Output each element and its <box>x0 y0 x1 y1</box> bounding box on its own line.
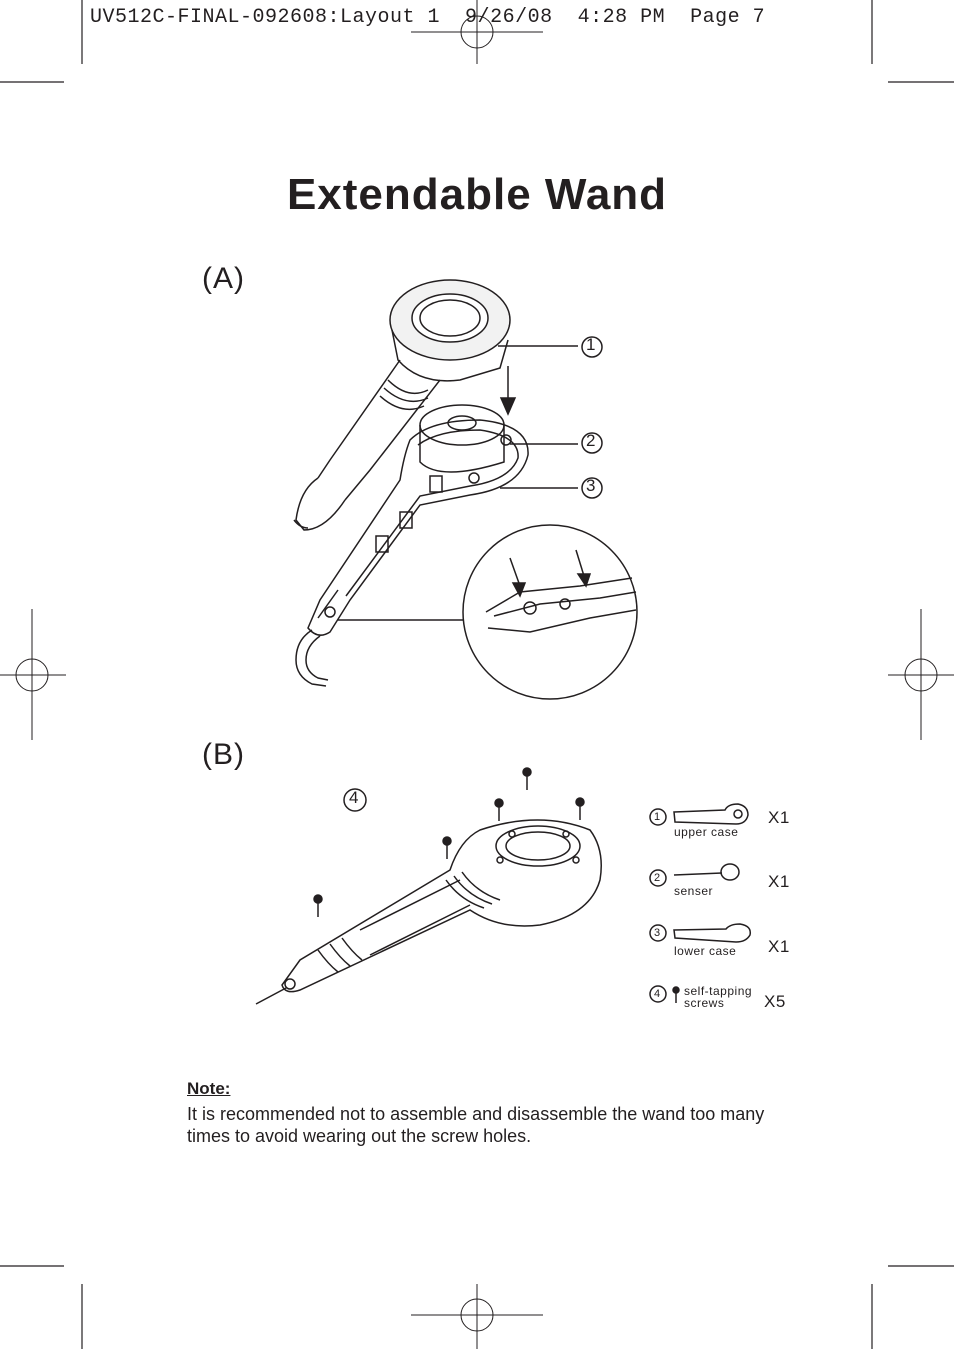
note-text: It is recommended not to assemble and di… <box>187 1104 765 1146</box>
callout-4: 4 <box>349 788 359 807</box>
section-a-label: (A) <box>202 262 245 295</box>
part-1-qty: X1 <box>768 808 790 827</box>
part-4-qty: X5 <box>764 992 786 1011</box>
screws <box>313 767 585 917</box>
lower-case-part <box>295 419 529 687</box>
part-3-qty: X1 <box>768 937 790 956</box>
print-slug: UV512C-FINAL-092608:Layout 1 9/26/08 4:2… <box>90 6 766 29</box>
part-3-number: 3 <box>654 927 661 939</box>
detail-zoom-circle <box>462 524 638 700</box>
page-title: Extendable Wand <box>286 170 668 219</box>
part-4-number: 4 <box>654 988 661 1000</box>
part-1-number: 1 <box>654 811 661 823</box>
callout-2: 2 <box>586 431 596 450</box>
upper-case-part <box>293 279 511 531</box>
part-3-name: lower case <box>674 944 737 958</box>
callout-1: 1 <box>586 335 596 354</box>
part-1-name: upper case <box>674 825 739 839</box>
part-2-number: 2 <box>654 872 661 884</box>
part-2-qty: X1 <box>768 872 790 891</box>
part-2-name: senser <box>674 884 714 898</box>
parts-list-icons <box>649 803 752 1003</box>
registration-mark-bottom <box>411 1284 543 1349</box>
registration-mark-top <box>411 0 543 64</box>
note-heading: Note: <box>187 1079 231 1098</box>
part-4-name-line2: screws <box>684 996 725 1010</box>
section-b-label: (B) <box>202 738 245 771</box>
callout-3: 3 <box>586 476 596 495</box>
registration-mark-left <box>0 609 66 740</box>
part-4-name-line1: self-tapping <box>684 984 753 998</box>
registration-mark-right <box>888 609 954 740</box>
